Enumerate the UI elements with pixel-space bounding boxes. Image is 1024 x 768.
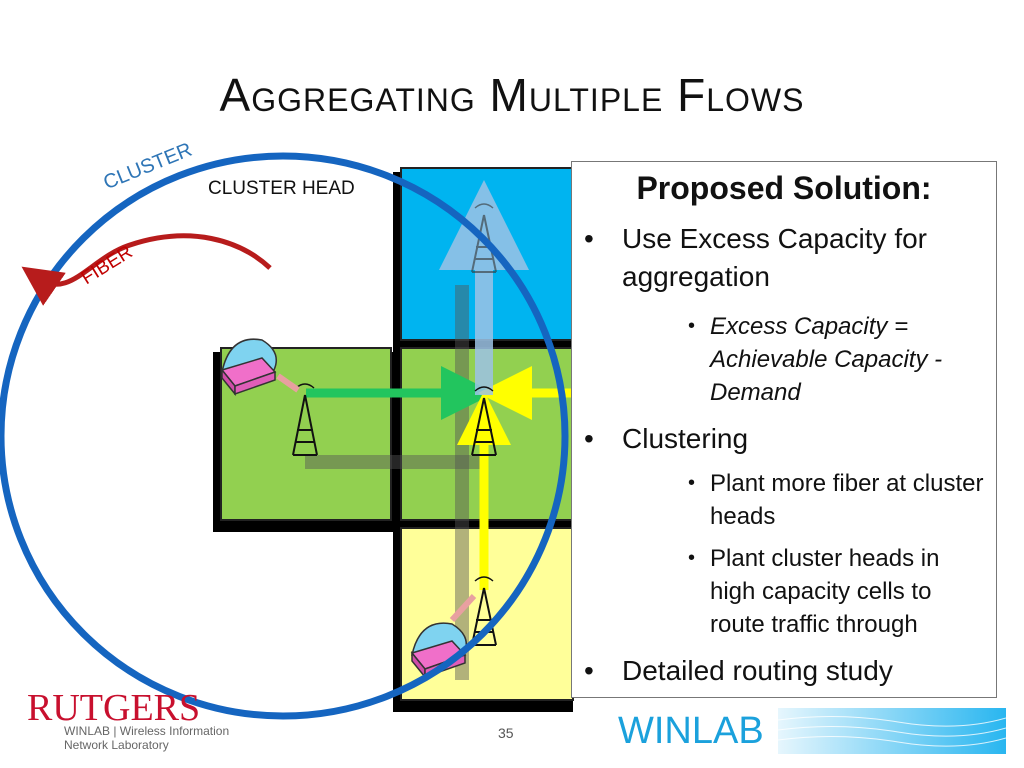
bullet-text: Clustering [622,423,749,454]
bullet-text: Excess Capacity = Achievable Capacity - … [710,313,943,406]
cluster-head-label: CLUSTER HEAD [208,178,355,199]
winlab-wave-banner [778,708,1006,754]
tower-icon [471,576,497,646]
slide-title: Aggregating Multiple Flows [219,69,805,121]
bullet-glyph: • [584,223,594,254]
rutgers-subtitle: WINLAB | Wireless Information Network La… [64,724,230,752]
winlab-logo: WINLAB [618,710,764,752]
rutgers-logo: RUTGERS [27,687,201,729]
bullet-glyph: • [688,547,696,569]
bullet-text: Detailed routing study [622,655,893,686]
panel-title: Proposed Solution: [636,170,932,206]
fiber-label: FIBER [78,242,137,289]
tower-icon [471,386,497,456]
bullet-text: Plant more fiber at cluster heads [710,470,984,530]
bullet-glyph: • [688,315,696,337]
solution-panel: Proposed Solution: • Use Excess Capacity… [571,161,997,698]
bullet-text: Use Excess Capacity for aggregation [622,223,927,292]
page-number: 35 [498,725,514,741]
bullet-glyph: • [688,472,696,494]
fiber-arrow [21,233,272,306]
user-device-icon [220,338,300,397]
bullet-glyph: • [584,655,594,686]
bullet-text: Plant cluster heads in high capacity cel… [710,545,940,638]
cluster-label: CLUSTER [100,139,195,194]
cluster-ring [0,152,569,720]
bullet-glyph: • [584,423,594,454]
